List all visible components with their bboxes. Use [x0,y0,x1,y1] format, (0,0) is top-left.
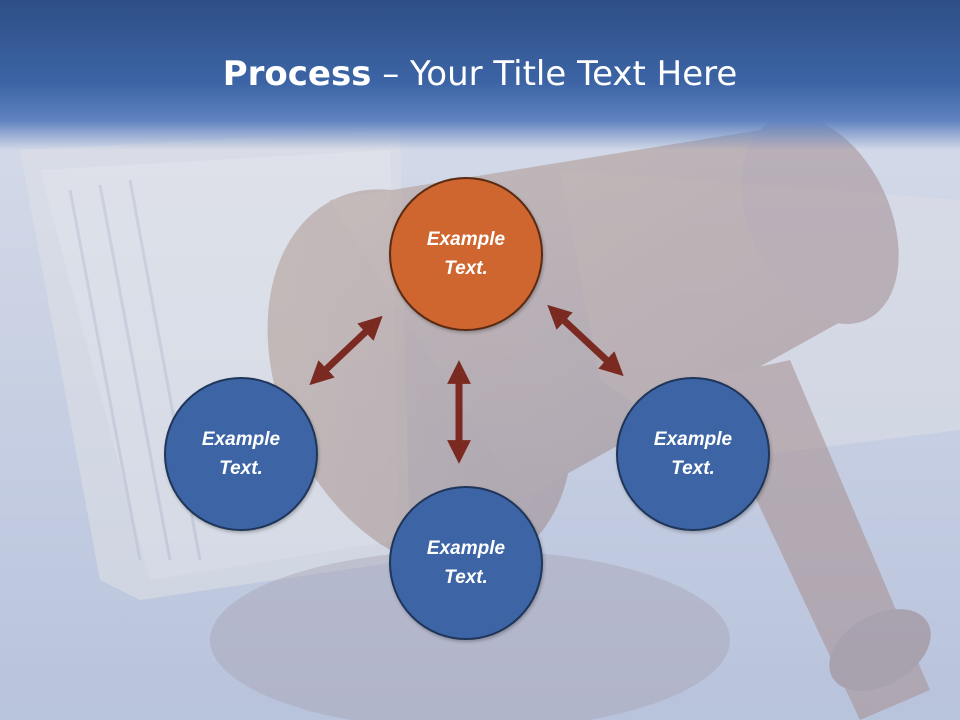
node-bottom-label: Example Text. [426,538,506,588]
node-left-label: Example Text. [201,429,281,479]
node-top-label: Example Text. [426,229,506,279]
slide-title: Process – Your Title Text Here [0,52,960,96]
node-right-label: Example Text. [653,429,733,479]
node-left[interactable]: Example Text. [164,377,318,531]
node-right[interactable]: Example Text. [616,377,770,531]
title-band [0,0,960,150]
title-rest-part: – Your Title Text Here [371,54,738,94]
arrow-top-right [547,304,624,377]
arrow-top-left [309,315,383,386]
node-top[interactable]: Example Text. [389,177,543,331]
title-bold-part: Process [222,54,372,94]
node-bottom[interactable]: Example Text. [389,486,543,640]
